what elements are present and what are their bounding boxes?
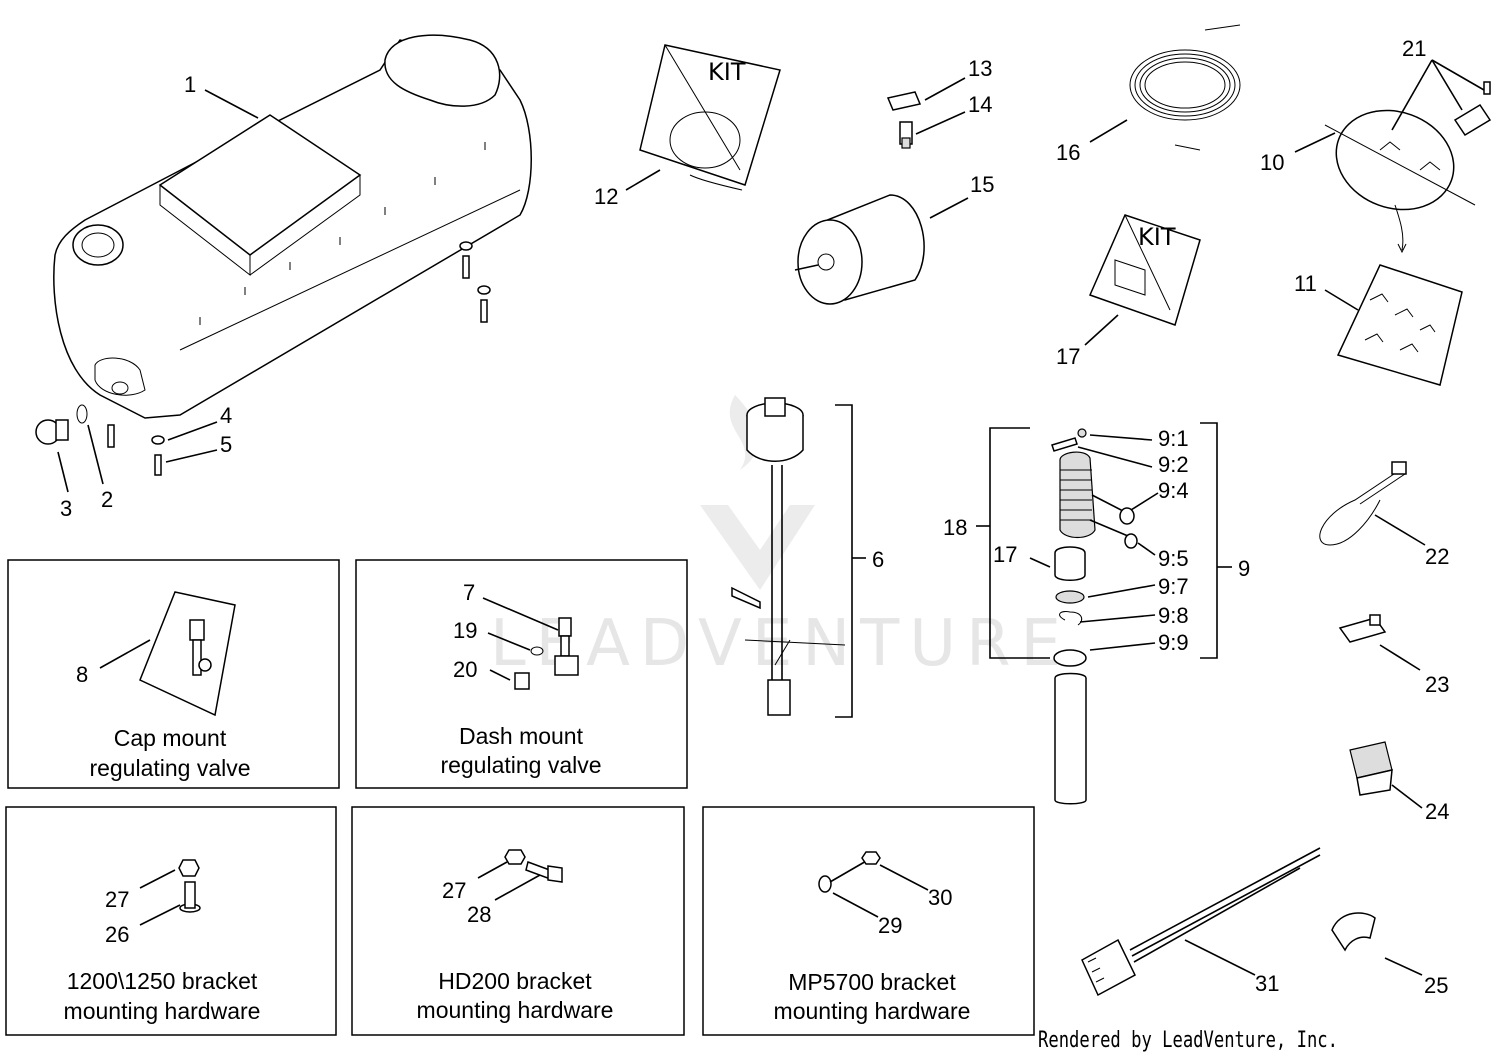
kit-label-2: KIT xyxy=(1138,223,1176,251)
callout-31: 31 xyxy=(1255,971,1279,996)
drain-plug-part xyxy=(35,404,88,445)
callout-17b: 17 xyxy=(993,542,1017,567)
kit-bag-17: KIT xyxy=(1088,214,1201,326)
callout-12: 12 xyxy=(594,184,618,209)
brush-14 xyxy=(899,121,913,149)
callout-16: 16 xyxy=(1056,140,1080,165)
callout-10: 10 xyxy=(1260,150,1284,175)
motor-15 xyxy=(794,194,925,305)
bracket-1200-title-2: mounting hardware xyxy=(64,998,261,1024)
callout-19: 19 xyxy=(453,618,477,643)
bracket-mp5700-title-1: MP5700 bracket xyxy=(788,969,956,995)
callout-6: 6 xyxy=(872,547,884,572)
fuse-23 xyxy=(1338,614,1387,643)
callout-23: 23 xyxy=(1425,672,1449,697)
callout-24: 24 xyxy=(1425,799,1449,824)
callout-4: 4 xyxy=(220,403,232,428)
callout-3: 3 xyxy=(60,496,72,521)
bracket-mp5700-title-2: mounting hardware xyxy=(774,998,971,1024)
callout-9-8: 9:8 xyxy=(1158,603,1189,628)
callout-8: 8 xyxy=(76,662,88,687)
callout-26: 26 xyxy=(105,922,129,947)
callout-27b: 27 xyxy=(442,878,466,903)
cover-25 xyxy=(1331,912,1376,952)
cap-mount-title-2: regulating valve xyxy=(89,755,250,781)
brush-clip-13 xyxy=(886,91,922,111)
kit-label-1: KIT xyxy=(708,58,746,86)
dash-mount-valve-7 xyxy=(514,617,579,690)
callout-9-1: 9:1 xyxy=(1158,426,1189,451)
bracket-hd200-box xyxy=(351,806,685,1036)
bracket-hd200-title-1: HD200 bracket xyxy=(438,968,592,994)
callout-9-9: 9:9 xyxy=(1158,630,1189,655)
callout-1: 1 xyxy=(184,72,196,97)
callout-9: 9 xyxy=(1238,556,1250,581)
callout-5: 5 xyxy=(220,432,232,457)
callout-30: 30 xyxy=(928,885,952,910)
clip-21 xyxy=(1453,81,1492,137)
callout-9-7: 9:7 xyxy=(1158,574,1189,599)
hardware-bag-11 xyxy=(1336,264,1463,386)
cap-mount-valve-8 xyxy=(139,591,236,717)
switch-24 xyxy=(1349,741,1393,796)
dash-mount-title-1: Dash mount xyxy=(459,723,584,749)
callout-14: 14 xyxy=(968,92,992,117)
callout-28: 28 xyxy=(467,902,491,927)
callout-13: 13 xyxy=(968,56,992,81)
bracket-plate-10 xyxy=(1324,109,1476,211)
watermark-text: LEADVENTURE xyxy=(490,607,1071,681)
watermark: LEADVENTURE xyxy=(490,395,1071,681)
callout-18: 18 xyxy=(943,515,967,540)
callout-15: 15 xyxy=(970,172,994,197)
bracket-mp5700-box xyxy=(702,806,1035,1036)
callout-22: 22 xyxy=(1425,544,1449,569)
footer-credit: Rendered by LeadVenture, Inc. xyxy=(1038,1028,1338,1053)
callout-9-5: 9:5 xyxy=(1158,546,1189,571)
pump-assembly-9 xyxy=(1051,428,1138,805)
callout-7: 7 xyxy=(463,580,475,605)
washer-bolt-part xyxy=(107,424,165,476)
callout-27a: 27 xyxy=(105,887,129,912)
callout-20: 20 xyxy=(453,657,477,682)
bracket-1200-hardware xyxy=(178,859,201,913)
callout-2: 2 xyxy=(101,487,113,512)
callout-29: 29 xyxy=(878,913,902,938)
callout-25: 25 xyxy=(1424,973,1448,998)
bracket-1200-box xyxy=(5,806,337,1036)
wire-coil-16 xyxy=(1129,24,1241,151)
callout-11: 11 xyxy=(1294,271,1317,296)
dash-mount-title-2: regulating valve xyxy=(440,752,601,778)
bracket-hd200-hardware xyxy=(504,849,563,883)
callout-21: 21 xyxy=(1402,36,1426,61)
callout-9-2: 9:2 xyxy=(1158,452,1189,477)
callout-17a: 17 xyxy=(1056,344,1080,369)
bracket-mp5700-hardware xyxy=(818,851,881,893)
cap-mount-box xyxy=(7,559,340,789)
tank-part xyxy=(53,34,532,419)
tank-bolts xyxy=(459,241,491,323)
wire-harness-31 xyxy=(1081,847,1321,997)
bracket-hd200-title-2: mounting hardware xyxy=(417,997,614,1023)
callout-9-4: 9:4 xyxy=(1158,478,1189,503)
cap-mount-title-1: Cap mount xyxy=(114,725,227,751)
bracket-1200-title-1: 1200\1250 bracket xyxy=(67,968,258,994)
kit-bag-12: KIT xyxy=(639,44,781,191)
dash-mount-box xyxy=(355,559,688,789)
sending-unit-6 xyxy=(731,397,846,716)
zip-tie-22 xyxy=(1319,461,1407,546)
